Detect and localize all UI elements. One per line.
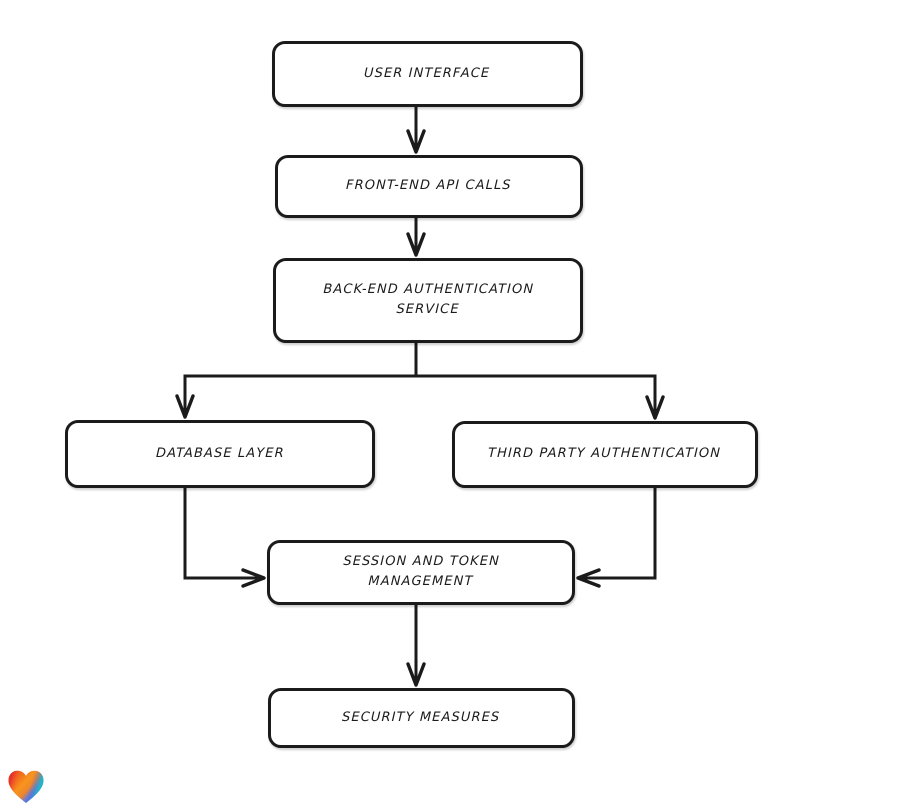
node-label: USER INTERFACE — [364, 65, 491, 81]
edge-database-layer-to-session-token — [183, 486, 266, 588]
node-label: SESSION AND TOKEN MANAGEMENT — [342, 554, 500, 590]
edge-frontend-api-to-backend-auth — [406, 216, 426, 257]
node-label: THIRD PARTY AUTHENTICATION — [488, 446, 722, 462]
edge-backend-auth-to-database-layer — [175, 374, 195, 419]
node-frontend-api[interactable]: FRONT-END API CALLS — [275, 155, 583, 218]
node-third-party-authentication[interactable]: THIRD PARTY AUTHENTICATION — [452, 421, 758, 488]
node-database-layer[interactable]: DATABASE LAYER — [65, 420, 375, 488]
edge-user-interface-to-frontend-api — [406, 105, 426, 154]
edge-backend-auth-split-bus — [183, 341, 657, 378]
node-backend-authentication-service[interactable]: BACK-END AUTHENTICATION SERVICE — [273, 258, 583, 343]
node-session-and-token-management[interactable]: SESSION AND TOKEN MANAGEMENT — [267, 540, 575, 605]
node-label: DATABASE LAYER — [155, 445, 285, 461]
node-label: SECURITY MEASURES — [342, 709, 501, 725]
node-label: FRONT-END API CALLS — [345, 178, 513, 194]
edge-third-party-auth-to-session-token — [576, 486, 657, 588]
node-security-measures[interactable]: SECURITY MEASURES — [268, 688, 575, 748]
node-user-interface[interactable]: USER INTERFACE — [272, 41, 583, 107]
edge-session-token-to-security-measures — [406, 603, 426, 687]
heart-icon — [8, 770, 44, 803]
edge-backend-auth-to-third-party-auth — [645, 374, 665, 420]
node-label: BACK-END AUTHENTICATION SERVICE — [322, 282, 535, 318]
